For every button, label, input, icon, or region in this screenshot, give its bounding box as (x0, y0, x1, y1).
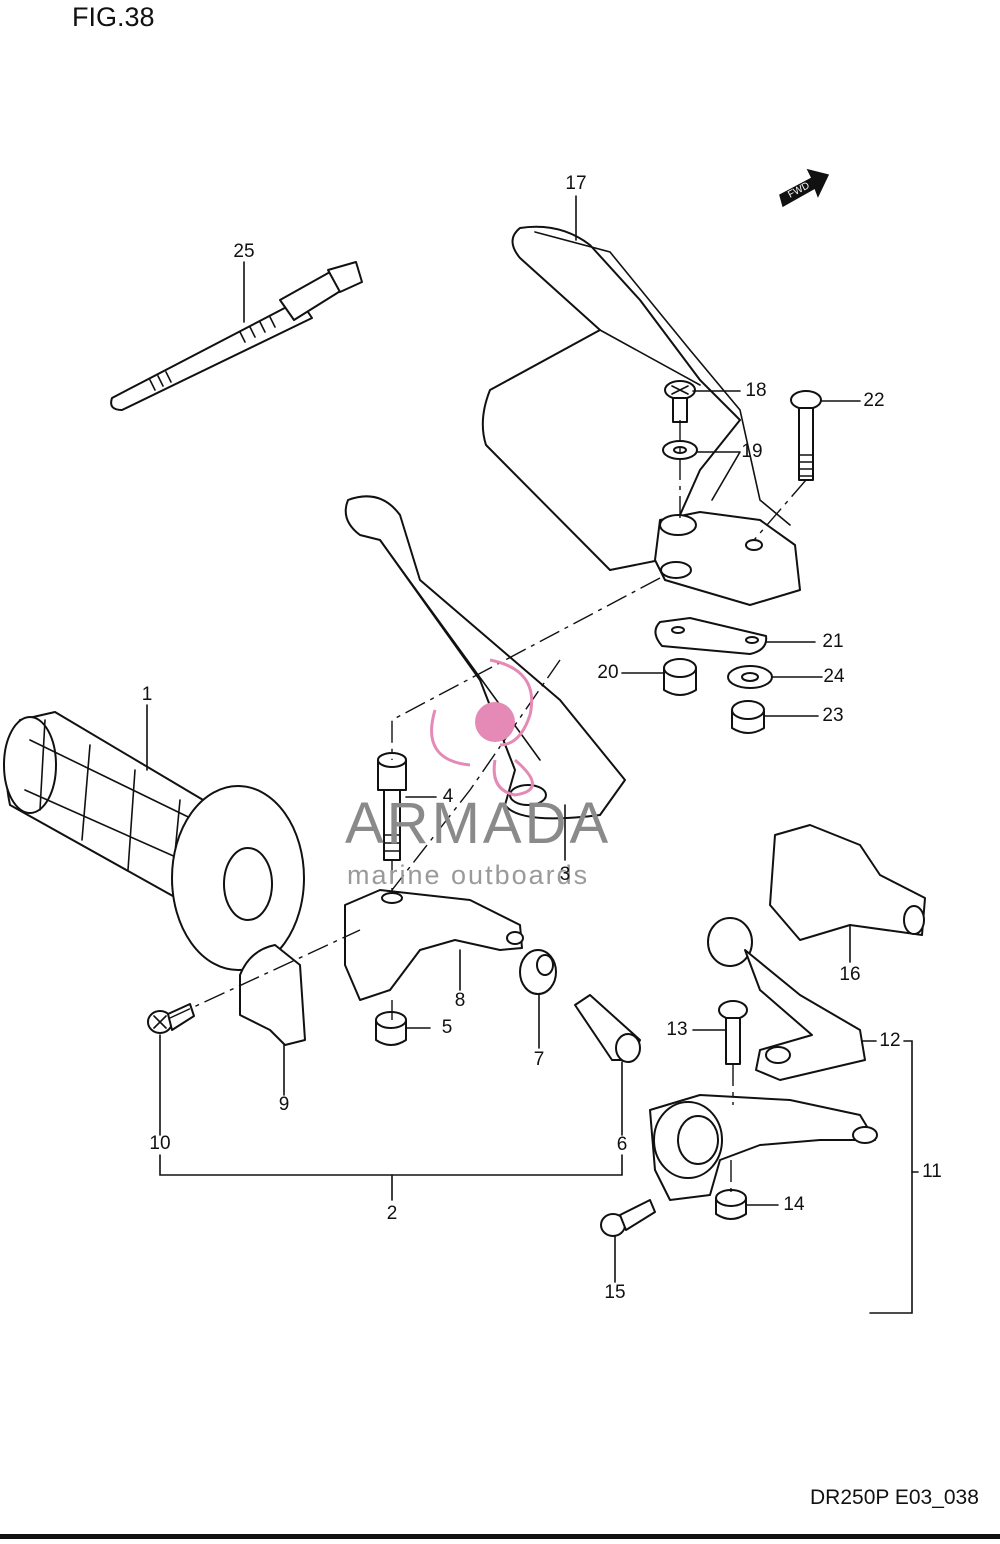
callout-25: 25 (233, 241, 255, 262)
watermark-tagline: marine outboards (347, 860, 590, 890)
nut-14-part (715, 1189, 747, 1220)
callout-23: 23 (822, 705, 844, 726)
watermark-logo (340, 650, 660, 900)
pin-13-part (718, 1000, 748, 1065)
callout-14: 14 (783, 1194, 805, 1215)
callout-5: 5 (441, 1017, 453, 1038)
callout-9: 9 (278, 1094, 290, 1115)
fwd-arrow-icon: FWD (779, 168, 830, 208)
lever-bracket-part (344, 889, 524, 1001)
nut-23-part (731, 700, 765, 734)
screw-15-part (600, 1199, 656, 1237)
bottom-rule (0, 1534, 1000, 1539)
callout-6: 6 (616, 1134, 628, 1155)
assembly-lines (169, 420, 807, 1195)
washer-24-part (727, 665, 773, 689)
callout-18: 18 (745, 380, 767, 401)
callout-21: 21 (822, 631, 844, 652)
holder-11-part (649, 1094, 878, 1201)
callout-1: 1 (141, 684, 153, 705)
callout-24: 24 (823, 666, 845, 687)
callout-11: 11 (922, 1161, 942, 1182)
callout-7: 7 (533, 1049, 545, 1070)
guard-bracket-part (654, 511, 801, 606)
hot-start-lever-part (707, 917, 866, 1081)
bolt-22-part (790, 390, 822, 481)
clutch-lever-part (344, 495, 626, 820)
adjuster-nut-7-part (519, 949, 557, 995)
callout-3: 3 (559, 864, 571, 885)
callout-15: 15 (604, 1282, 626, 1303)
watermark-brand: ARMADA (345, 791, 612, 856)
callout-17: 17 (565, 173, 587, 194)
callout-10: 10 (149, 1133, 171, 1154)
hand-guard-part (481, 225, 791, 571)
screw-10-part (147, 1003, 195, 1034)
adjuster-bolt-6-part (574, 994, 641, 1063)
nut-5-part (375, 1011, 407, 1046)
callout-20: 20 (597, 662, 619, 683)
callout-16: 16 (839, 964, 861, 985)
callout-8: 8 (454, 990, 466, 1011)
callout-4: 4 (442, 786, 454, 807)
figure-title: FIG.38 (72, 2, 155, 32)
nut-20-part (663, 658, 697, 696)
callout-22: 22 (863, 390, 885, 411)
leader-lines (146, 195, 919, 1314)
figure-code: DR250P E03_038 (810, 1486, 979, 1509)
clamp-9-part (239, 944, 306, 1046)
callout-2: 2 (386, 1203, 398, 1224)
callout-12: 12 (879, 1030, 901, 1051)
callout-13: 13 (666, 1019, 688, 1040)
plate-21-part (654, 617, 768, 655)
callout-19: 19 (741, 441, 763, 462)
cable-tie-part (110, 261, 363, 411)
grip-part (3, 711, 305, 971)
boot-16-part (769, 824, 926, 941)
